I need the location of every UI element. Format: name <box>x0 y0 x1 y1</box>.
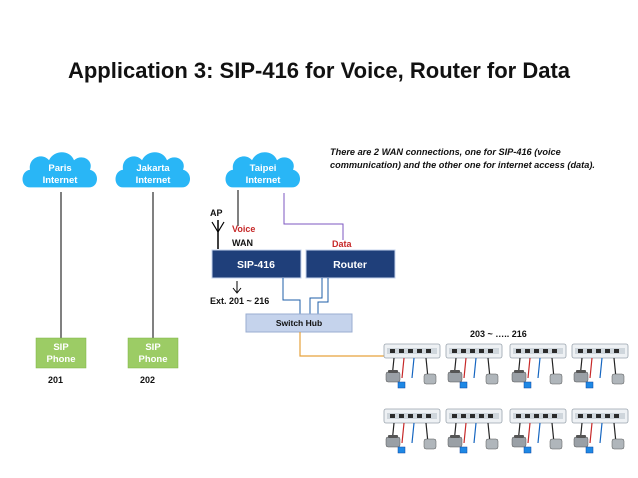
data-label: Data <box>332 239 353 249</box>
gateway-cluster <box>509 408 567 454</box>
wan-label: WAN <box>232 238 253 248</box>
phone-icon <box>447 436 463 448</box>
router-box <box>305 249 396 279</box>
cloud-paris: Paris Internet <box>22 152 98 188</box>
gateway-cluster <box>571 408 629 454</box>
link-sip-switch <box>282 278 301 314</box>
cloud-label-1: Taipei <box>250 163 277 174</box>
link-router-switch-1 <box>309 278 323 314</box>
phone-label-1: SIP <box>53 342 69 353</box>
switch-hub-label: Switch Hub <box>276 318 322 328</box>
arrow-down-icon <box>232 281 242 294</box>
cloud-label-1: Jakarta <box>136 163 170 174</box>
voice-label: Voice <box>232 224 255 234</box>
phone-icon <box>485 438 499 450</box>
router-label: Router <box>333 259 367 271</box>
adapter-icon <box>397 381 406 389</box>
cloud-label-1: Paris <box>48 163 71 174</box>
phone-ext-201: 201 <box>48 375 63 385</box>
gateway-cluster <box>445 343 503 389</box>
phone-icon <box>511 371 527 383</box>
phone-label-2: Phone <box>46 354 75 365</box>
endpoint-ext-range-label: 203 ~ ….. 216 <box>470 329 527 339</box>
gateway-cluster <box>571 343 629 389</box>
antenna-icon <box>211 220 225 249</box>
sip-phone-202: SIP Phone <box>127 337 179 369</box>
gateway-cluster <box>445 408 503 454</box>
phone-icon <box>447 371 463 383</box>
phone-icon <box>573 436 589 448</box>
phone-ext-202: 202 <box>140 375 155 385</box>
phone-icon <box>511 436 527 448</box>
cloud-label-2: Internet <box>136 175 172 186</box>
cloud-jakarta: Jakarta Internet <box>115 152 191 188</box>
phone-icon <box>485 373 499 385</box>
link-taipei-data <box>283 193 344 240</box>
gateway-cluster <box>509 343 567 389</box>
adapter-icon <box>523 381 532 389</box>
link-switch-endpoints <box>299 332 384 357</box>
adapter-icon <box>585 381 594 389</box>
wan-note: There are 2 WAN connections, one for SIP… <box>330 147 595 170</box>
adapter-icon <box>523 446 532 454</box>
gateway-cluster <box>383 343 441 389</box>
phone-icon <box>549 438 563 450</box>
gateway-cluster <box>383 408 441 454</box>
ext-range-label: Ext. 201 ~ 216 <box>210 296 269 306</box>
link-router-switch-2 <box>317 278 329 314</box>
adapter-icon <box>585 446 594 454</box>
page-title: Application 3: SIP-416 for Voice, Router… <box>67 58 570 83</box>
phone-icon <box>385 371 401 383</box>
phone-icon <box>573 371 589 383</box>
adapter-icon <box>459 446 468 454</box>
adapter-icon <box>459 381 468 389</box>
phone-icon <box>611 373 625 385</box>
adapter-icon <box>397 446 406 454</box>
cloud-label-2: Internet <box>246 175 282 186</box>
phone-label-1: SIP <box>145 342 161 353</box>
phone-icon <box>385 436 401 448</box>
ap-label: AP <box>210 208 223 218</box>
phone-icon <box>423 438 437 450</box>
phone-label-2: Phone <box>138 354 167 365</box>
sip-416-label: SIP-416 <box>237 259 275 271</box>
switch-hub-box <box>245 313 353 333</box>
sip-416-box <box>211 249 302 279</box>
phone-icon <box>611 438 625 450</box>
phone-icon <box>549 373 563 385</box>
cloud-taipei: Taipei Internet <box>225 152 301 188</box>
endpoint-devices <box>383 343 629 454</box>
sip-phone-201: SIP Phone <box>35 337 87 369</box>
cloud-label-2: Internet <box>43 175 79 186</box>
phone-icon <box>423 373 437 385</box>
